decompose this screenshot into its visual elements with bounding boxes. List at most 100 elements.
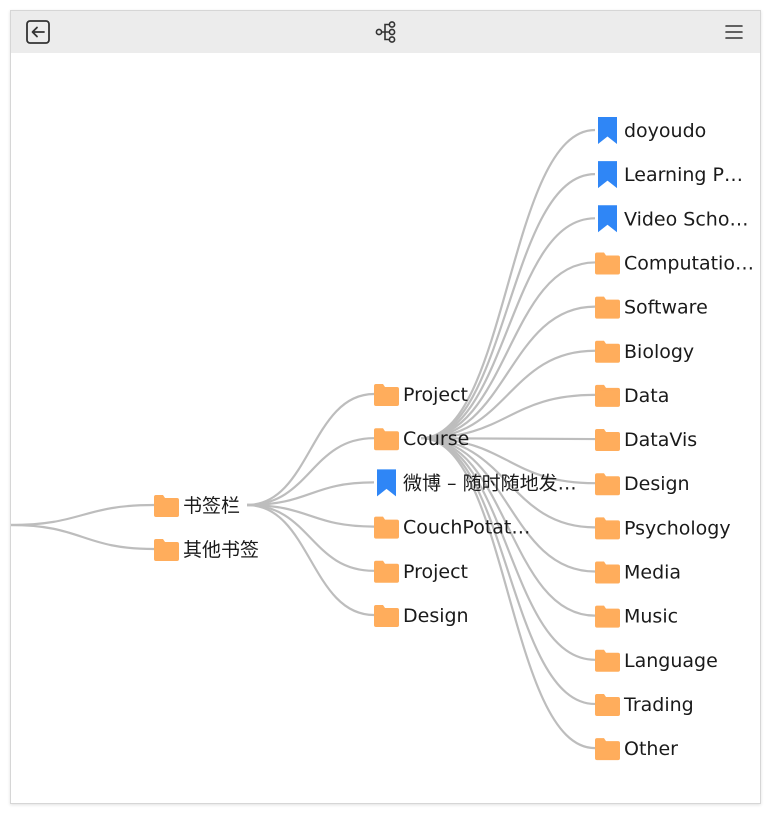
menu-button[interactable] — [721, 19, 747, 45]
edge-l2-l3-14 — [420, 437, 596, 750]
node-label: Learning P… — [624, 164, 743, 186]
edge-l2-l3-4 — [420, 305, 596, 440]
node-software-4[interactable]: Software — [595, 296, 708, 319]
bookmark-icon — [598, 117, 617, 144]
node-label: Design — [403, 605, 469, 627]
edge-l2-l3-6 — [420, 393, 596, 440]
folder-icon — [595, 252, 620, 275]
node-label: Design — [624, 473, 690, 495]
node-item-2[interactable]: 微博 – 随时随地发… — [377, 469, 577, 497]
node-music-11[interactable]: Music — [595, 605, 678, 628]
edge-l1-l2-1 — [246, 437, 375, 507]
edge-l2-l3-8 — [420, 437, 596, 485]
node-couchpotat-3[interactable]: CouchPotat… — [374, 516, 530, 539]
edge-l1-l2-3 — [246, 503, 375, 528]
folder-icon — [595, 561, 620, 584]
node-label: 微博 – 随时随地发… — [403, 472, 577, 494]
node-label: CouchPotat… — [403, 517, 530, 539]
node-label: Data — [624, 385, 669, 407]
node-biology-5[interactable]: Biology — [595, 340, 694, 363]
node-label: Video Scho… — [624, 208, 748, 230]
node-item-1[interactable]: 其他书签 — [154, 539, 259, 561]
node-project-4[interactable]: Project — [374, 560, 468, 583]
bookmark-icon — [598, 205, 617, 233]
edge-l2-l3-1 — [420, 173, 596, 440]
folder-icon — [154, 539, 179, 561]
node-label: Music — [624, 606, 678, 628]
edge-l2-l3-7 — [420, 437, 596, 441]
mindmap-tree-icon — [375, 21, 396, 43]
node-item-0[interactable]: 书签栏 — [154, 495, 240, 517]
edge-l1-l2-2 — [246, 481, 375, 507]
bookmark-icon — [377, 469, 396, 497]
node-label: Course — [403, 428, 469, 450]
node-other-14[interactable]: Other — [595, 738, 678, 761]
folder-icon — [595, 429, 620, 452]
node-label: Language — [624, 650, 718, 672]
folder-icon — [374, 605, 399, 627]
node-trading-13[interactable]: Trading — [595, 693, 694, 716]
folder-icon — [374, 384, 399, 406]
node-label: 书签栏 — [183, 495, 240, 517]
edge-root-1 — [11, 523, 155, 551]
node-video-scho-2[interactable]: Video Scho… — [598, 205, 748, 233]
node-label: DataVis — [624, 429, 697, 451]
node-course-1[interactable]: Course — [374, 428, 469, 451]
edge-l1-l2-0 — [246, 392, 375, 507]
bookmark-icon — [598, 161, 617, 189]
folder-icon — [374, 516, 399, 539]
edge-l2-l3-0 — [420, 128, 596, 440]
node-project-0[interactable]: Project — [374, 384, 468, 406]
node-label: Computatio… — [624, 252, 754, 274]
folder-icon — [374, 560, 399, 583]
folder-icon — [595, 384, 620, 407]
edge-l2-l3-2 — [420, 217, 596, 440]
node-label: Project — [403, 384, 468, 406]
edge-l2-l3-12 — [420, 437, 596, 661]
edge-l2-l3-11 — [420, 437, 596, 617]
view-mode-button[interactable] — [373, 19, 399, 45]
node-label: Trading — [623, 694, 694, 716]
folder-icon — [595, 693, 620, 716]
folder-icon — [154, 495, 179, 517]
edge-l2-l3-10 — [420, 437, 596, 573]
node-design-8[interactable]: Design — [595, 473, 690, 496]
node-datavis-7[interactable]: DataVis — [595, 429, 697, 452]
node-label: 其他书签 — [183, 539, 259, 561]
edge-l2-l3-3 — [420, 261, 596, 440]
node-label: Software — [624, 297, 708, 319]
folder-icon — [595, 296, 620, 319]
folder-icon — [595, 473, 620, 496]
folder-icon — [595, 517, 620, 540]
edge-l1-l2-5 — [246, 503, 375, 617]
edge-layer — [11, 128, 596, 750]
folder-icon — [595, 738, 620, 761]
node-label: Media — [624, 562, 681, 584]
folder-icon — [595, 605, 620, 628]
node-data-6[interactable]: Data — [595, 384, 669, 407]
node-label: Other — [624, 738, 678, 760]
edge-l1-l2-4 — [246, 503, 375, 572]
back-button[interactable] — [25, 19, 51, 45]
node-label: Project — [403, 561, 468, 583]
node-label: Biology — [624, 341, 694, 363]
node-media-10[interactable]: Media — [595, 561, 681, 584]
edge-root-0 — [11, 503, 155, 527]
node-computatio-3[interactable]: Computatio… — [595, 252, 754, 275]
node-label: Psychology — [624, 517, 731, 539]
edge-l2-l3-5 — [420, 349, 596, 440]
folder-icon — [595, 340, 620, 363]
node-learning-p-1[interactable]: Learning P… — [598, 161, 743, 189]
node-design-5[interactable]: Design — [374, 605, 469, 627]
folder-icon — [595, 649, 620, 672]
node-language-12[interactable]: Language — [595, 649, 718, 672]
edge-l2-l3-13 — [420, 437, 596, 706]
hamburger-menu-icon — [725, 25, 743, 39]
back-arrow-icon — [26, 20, 50, 44]
node-doyoudo-0[interactable]: doyoudo — [598, 117, 706, 144]
node-psychology-9[interactable]: Psychology — [595, 517, 731, 540]
edge-l2-l3-9 — [420, 437, 596, 529]
